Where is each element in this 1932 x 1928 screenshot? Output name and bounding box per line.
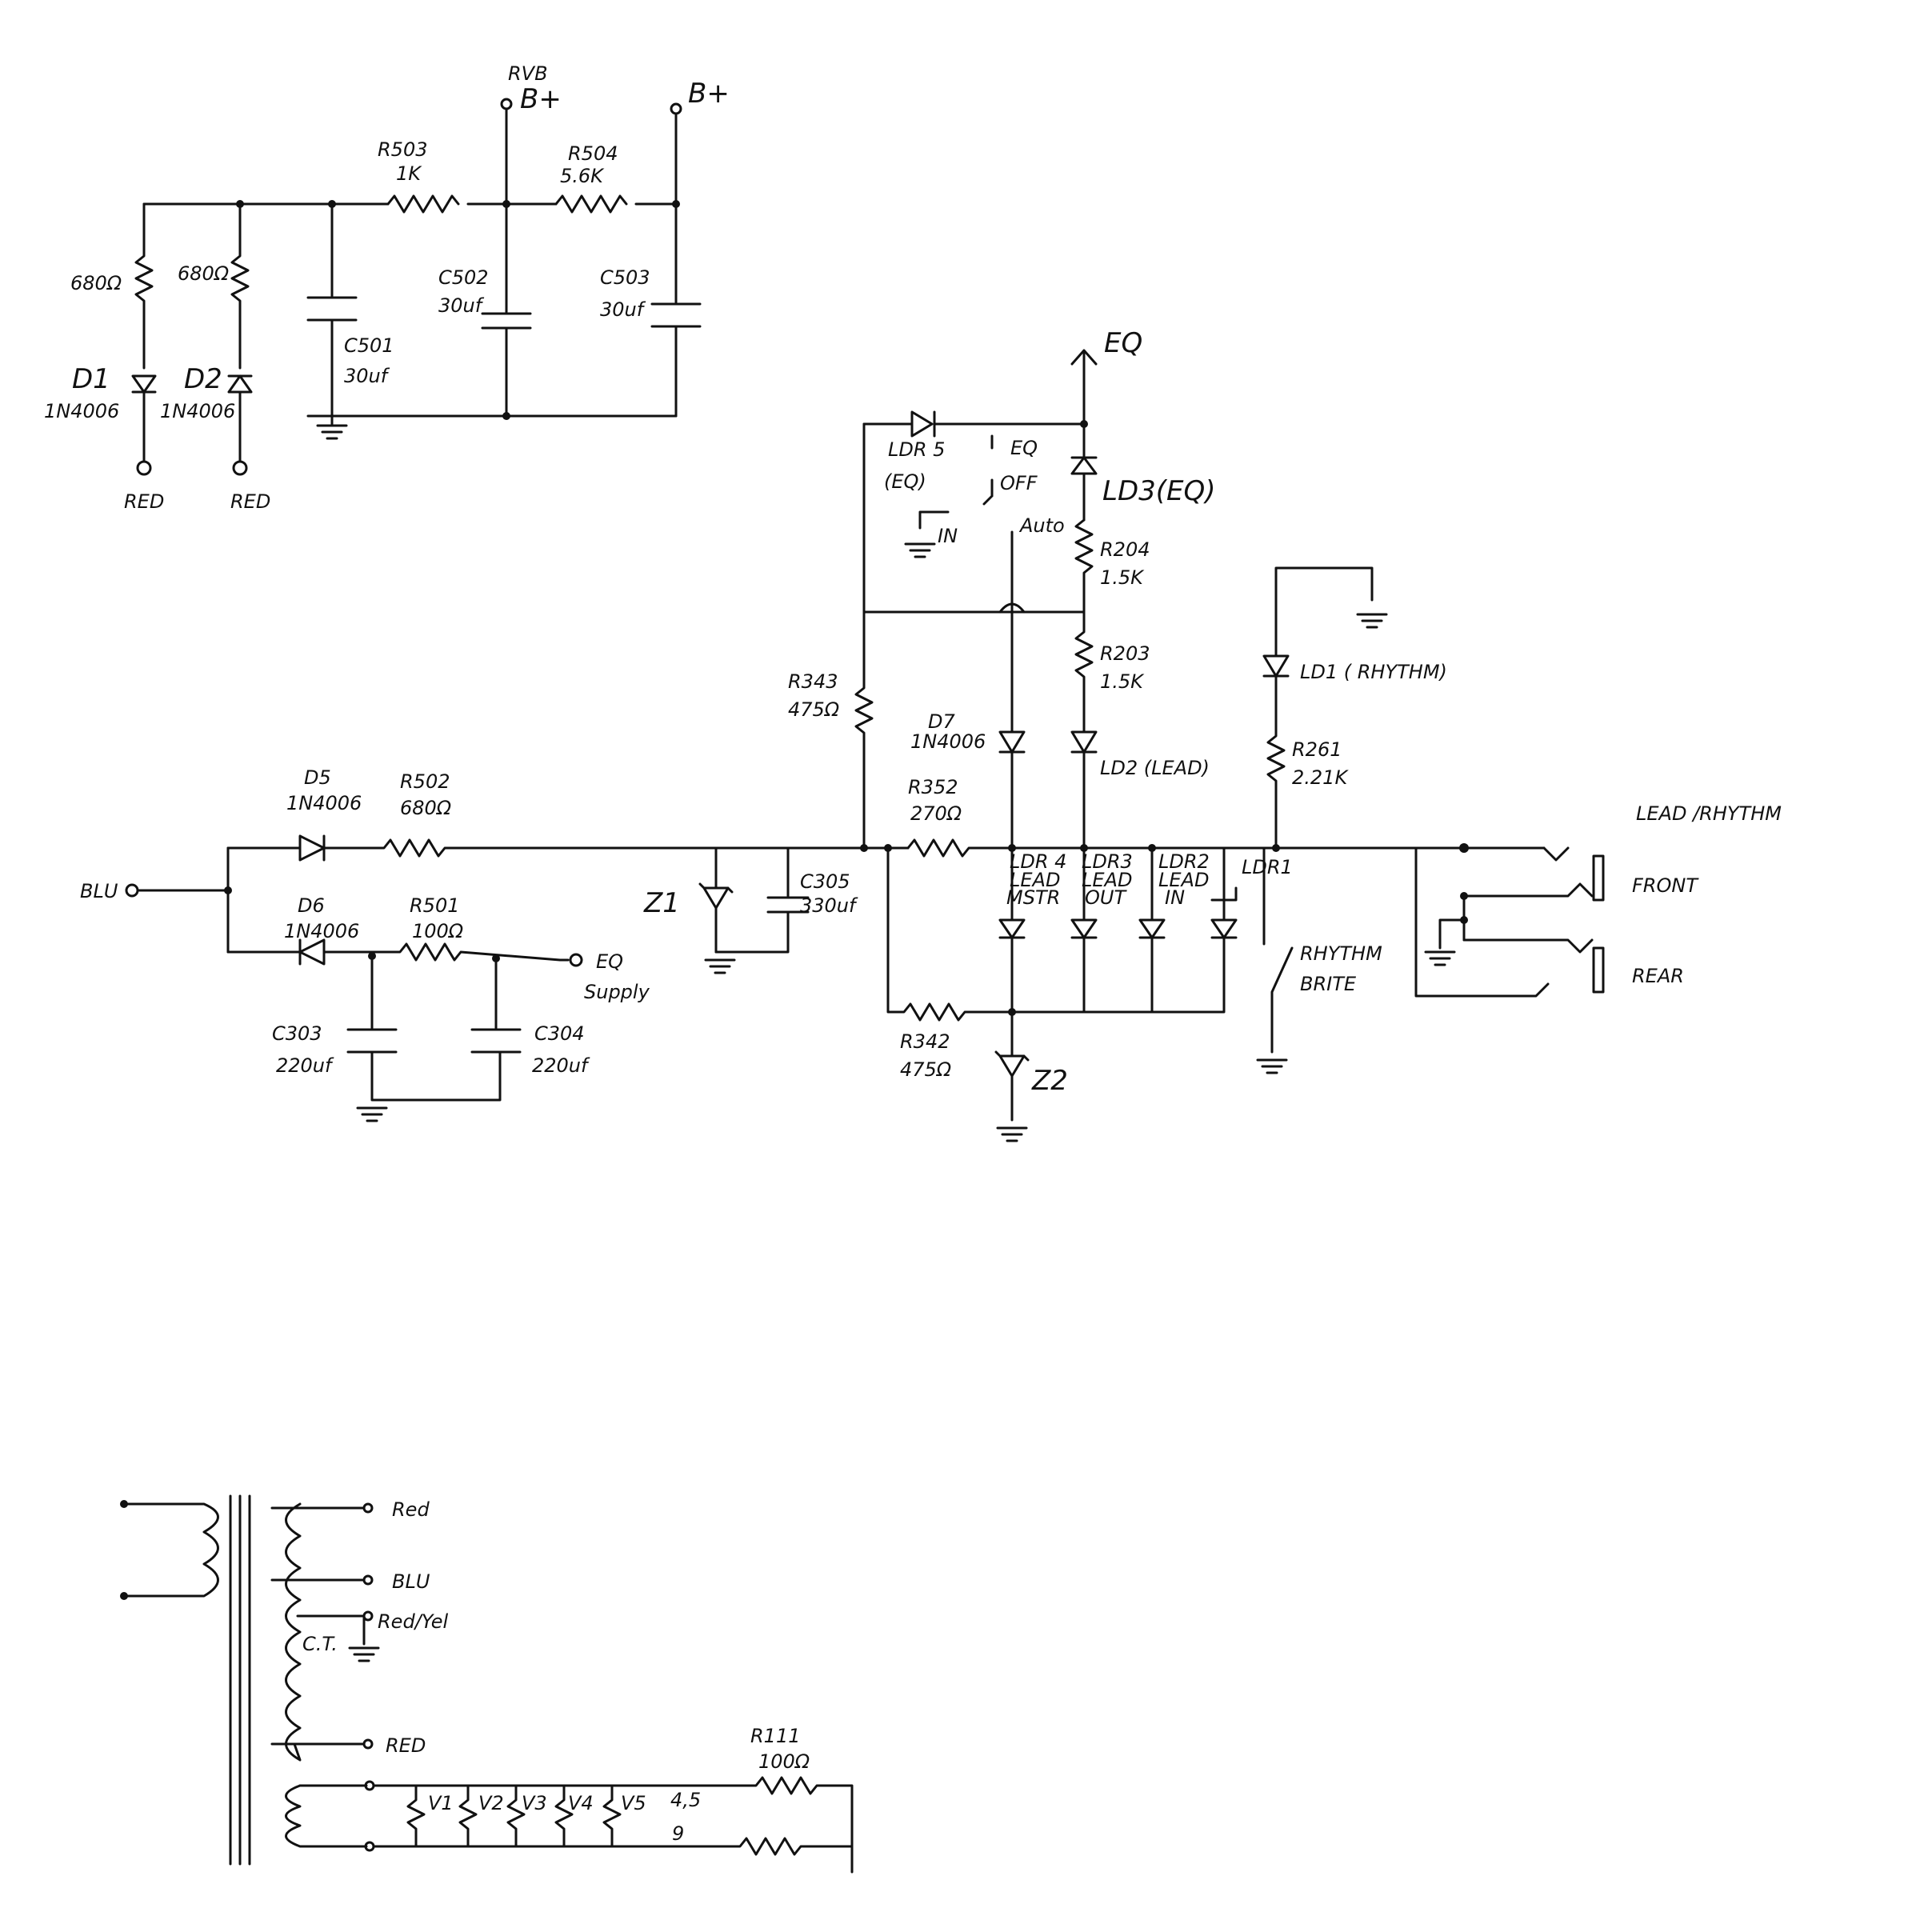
transformer-red2-label: RED [386, 1734, 426, 1757]
ldr4-sub-a: LEAD [1010, 869, 1060, 891]
rvb-label: RVB [508, 62, 548, 85]
c501-label: C501 [344, 334, 394, 357]
power-supply-section: R503 1K R504 5.6K RVB B+ B+ 680Ω 680Ω C5… [44, 62, 730, 513]
ldr5-label: LDR 5 [888, 438, 945, 461]
switch-in-label: IN [938, 525, 958, 547]
c304-value: 220uf [532, 1054, 590, 1077]
r343-value: 475Ω [788, 698, 840, 721]
d1-part: 1N4006 [44, 400, 119, 422]
r343-label: R343 [788, 670, 838, 693]
rear-jack-label: REAR [1632, 965, 1684, 987]
transformer-redyel-label: Red/Yel [378, 1610, 449, 1633]
d6-label: D6 [298, 894, 325, 917]
d2-part: 1N4006 [160, 400, 235, 422]
d5-part: 1N4006 [286, 792, 362, 814]
ld1-label: LD1 ( RHYTHM) [1300, 661, 1447, 683]
rvb-bplus-label: B+ [520, 83, 562, 115]
c305-value: 330uf [800, 894, 858, 917]
front-jack-label: FRONT [1632, 874, 1699, 897]
r503-label: R503 [378, 138, 427, 161]
r261-value: 2.21K [1292, 766, 1349, 789]
ldr-control-section: EQ LDR 5 (EQ) EQ OFF IN Auto LD3(EQ) R20… [80, 327, 1782, 1142]
ld2-label: LD2 (LEAD) [1100, 757, 1210, 779]
ldr2-label: LDR2 [1158, 850, 1210, 873]
heater-9-label: 9 [672, 1822, 684, 1845]
heater-v4-label: V4 [568, 1792, 594, 1814]
r352-label: R352 [908, 776, 958, 798]
lead-rhythm-label: LEAD /RHYTHM [1636, 802, 1782, 825]
power-transformer: Red BLU Red/Yel C.T. RED R111 100Ω V1 V2… [120, 1494, 854, 1874]
r203-value: 1.5K [1100, 670, 1145, 693]
blu-input-label: BLU [80, 880, 118, 902]
r111-value: 100Ω [758, 1750, 810, 1773]
red-lead-2: RED [230, 490, 270, 513]
d5-label: D5 [304, 766, 331, 789]
r503-value: 1K [396, 162, 422, 185]
switch-eq-label: EQ [1010, 437, 1038, 459]
eq-output-label: EQ [1104, 327, 1142, 359]
d7-label: D7 [928, 710, 955, 733]
r502-value: 680Ω [400, 797, 452, 819]
ldr1-label: LDR1 [1242, 856, 1293, 878]
r342-label: R342 [900, 1030, 950, 1053]
transformer-blu-label: BLU [392, 1570, 430, 1593]
switch-off-label: OFF [1000, 472, 1038, 494]
c501-value: 30uf [344, 365, 390, 387]
r204-value: 1.5K [1100, 566, 1145, 589]
r504-label: R504 [568, 142, 618, 165]
heater-45-label: 4,5 [670, 1789, 701, 1811]
eq-supply-label-a: EQ [596, 950, 623, 973]
r204-label: R204 [1100, 538, 1150, 561]
heater-v2-label: V2 [478, 1792, 504, 1814]
r502-label: R502 [400, 770, 450, 793]
red-lead-1: RED [124, 490, 164, 513]
c502-label: C502 [438, 266, 489, 289]
rhythm-brite-label-a: RHYTHM [1300, 942, 1382, 965]
rhythm-brite-label-b: BRITE [1300, 973, 1357, 995]
ldr5-sub-label: (EQ) [884, 470, 926, 493]
heater-v3-label: V3 [522, 1792, 547, 1814]
c303-value: 220uf [276, 1054, 334, 1077]
ldr3-label: LDR3 [1082, 850, 1133, 873]
ldr4-sub-b: MSTR [1006, 886, 1060, 909]
transformer-red-label: Red [392, 1498, 430, 1521]
r501-label: R501 [410, 894, 459, 917]
bplus-label: B+ [688, 78, 730, 110]
r111-label: R111 [750, 1725, 800, 1747]
d6-part: 1N4006 [284, 920, 359, 942]
ldr3-sub-b: OUT [1085, 886, 1127, 909]
d7-part: 1N4006 [910, 730, 986, 753]
d2-label: D2 [184, 363, 222, 395]
r504-value: 5.6K [560, 165, 605, 187]
ldr2-sub-b: IN [1165, 886, 1185, 909]
eq-supply-label-b: Supply [584, 981, 650, 1003]
z2-label: Z2 [1031, 1065, 1068, 1097]
heater-v5-label: V5 [621, 1792, 646, 1814]
c303-label: C303 [272, 1022, 322, 1045]
r203-label: R203 [1100, 642, 1150, 665]
switch-auto-label: Auto [1018, 514, 1065, 537]
ldr4-label: LDR 4 [1010, 850, 1066, 873]
ldr3-sub-a: LEAD [1082, 869, 1132, 891]
r342-value: 475Ω [900, 1058, 952, 1081]
heater-v1-label: V1 [428, 1792, 454, 1814]
c305-label: C305 [800, 870, 850, 893]
c503-label: C503 [600, 266, 650, 289]
ldr2-sub-a: LEAD [1158, 869, 1209, 891]
resistor-d2-value: 680Ω [178, 262, 230, 285]
r501-value: 100Ω [412, 920, 464, 942]
c503-value: 30uf [600, 298, 646, 321]
c502-value: 30uf [438, 294, 485, 317]
r352-value: 270Ω [910, 802, 962, 825]
r261-label: R261 [1292, 738, 1342, 761]
transformer-ct-label: C.T. [302, 1633, 338, 1655]
ld3-label: LD3(EQ) [1102, 475, 1216, 507]
z1-label: Z1 [643, 887, 680, 919]
d1-label: D1 [72, 363, 110, 395]
resistor-d1-value: 680Ω [70, 272, 122, 294]
c304-label: C304 [534, 1022, 585, 1045]
